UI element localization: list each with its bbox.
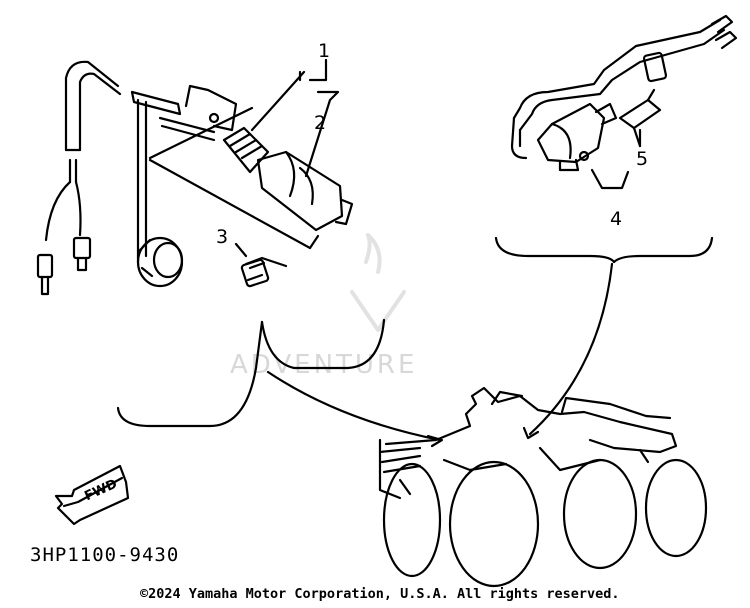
copyright-notice: ©2024 Yamaha Motor Corporation, U.S.A. A… [140, 586, 620, 602]
starter-relay [536, 102, 618, 172]
fwd-arrow-icon [54, 464, 130, 526]
bracket-left [116, 318, 444, 448]
callout-3: 3 [216, 226, 229, 248]
part-number: 3HP1100-9430 [30, 544, 180, 566]
watermark-logo [350, 233, 406, 332]
callout-5: 5 [636, 148, 649, 170]
watermark-text: ADVENTURE [230, 350, 418, 380]
callout-1: 1 [318, 40, 331, 62]
switch-body [222, 126, 354, 232]
bracket-right [494, 236, 714, 440]
leader-lines-4-5 [590, 128, 642, 190]
leader-lines-1-2 [148, 58, 340, 250]
knob-assembly [136, 236, 184, 288]
wire-harness-right [510, 14, 738, 160]
callout-4: 4 [610, 208, 623, 230]
bracket-rod [130, 84, 238, 264]
atv-vehicle [378, 386, 708, 588]
callout-2: 2 [314, 112, 327, 134]
screw-3 [234, 242, 288, 288]
wire-harness-left [36, 60, 122, 296]
